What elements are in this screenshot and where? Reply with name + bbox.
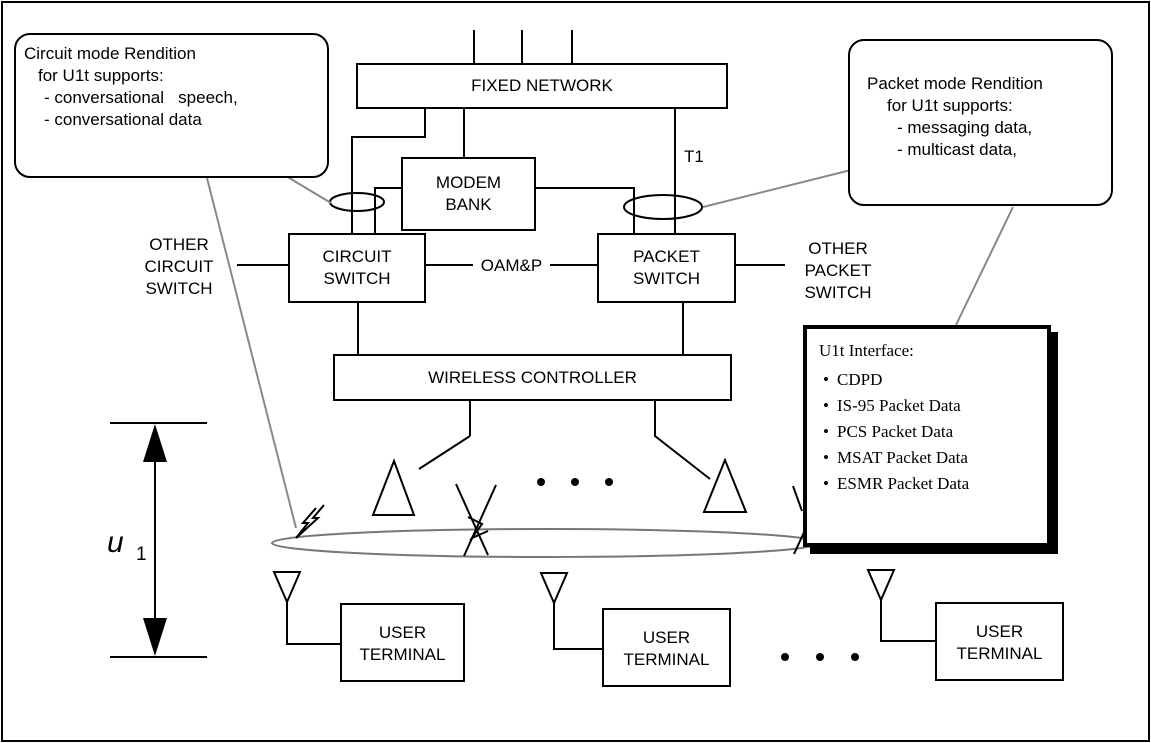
packet-callout-box	[848, 39, 1113, 206]
circuit-callout-text: Circuit mode Rendition for U1t supports:…	[24, 43, 238, 131]
u1t-interface-list: • CDPD • IS-95 Packet Data • PCS Packet Dat…	[823, 367, 969, 497]
u1-dimension	[110, 422, 207, 658]
terminal-antenna-feeds	[286, 600, 936, 650]
terminal-antennas	[272, 569, 896, 606]
wireless-controller-box	[333, 354, 732, 401]
user-terminal-1-line-1: USER	[378, 623, 427, 642]
other-packet-line-2: PACKET	[804, 261, 872, 280]
oamp-label: OAM&P	[480, 256, 543, 275]
circuit-callout-title-2: for U1t supports:	[38, 66, 164, 85]
packet-callout-title-2: for U1t supports:	[887, 96, 1013, 115]
connections	[237, 108, 785, 480]
user-terminal-1-label: USER TERMINAL	[341, 622, 464, 666]
modem-bank-line-2: BANK	[445, 195, 492, 214]
bullet-icon: •	[823, 396, 829, 415]
u1t-item: • PCS Packet Data	[823, 419, 969, 445]
other-circuit-line-1: OTHER	[149, 235, 209, 254]
circuit-switch-line-1: CIRCUIT	[322, 247, 392, 266]
other-circuit-line-2: CIRCUIT	[144, 257, 214, 276]
user-terminal-3-label: USER TERMINAL	[936, 621, 1063, 665]
packet-switch-box	[597, 233, 736, 303]
bullet-icon: •	[823, 448, 829, 467]
u1t-item-text: CDPD	[837, 370, 883, 389]
fixed-network-uplinks	[473, 30, 573, 64]
user-terminal-2-label: USER TERMINAL	[603, 627, 730, 671]
circuit-switch-line-2: SWITCH	[323, 269, 391, 288]
u1t-item: • MSAT Packet Data	[823, 445, 969, 471]
packet-switch-line-2: SWITCH	[632, 269, 701, 288]
modem-bank-line-1: MODEM	[435, 173, 502, 192]
packet-callout-item-2: - multicast data,	[897, 140, 1017, 159]
u1t-item-text: PCS Packet Data	[837, 422, 954, 441]
ellipsis-dots-bottom	[781, 653, 859, 661]
packet-switch-label: PACKET SWITCH	[598, 246, 735, 290]
modem-bank-label: MODEM BANK	[402, 172, 535, 216]
other-packet-line-1: OTHER	[808, 239, 868, 258]
circuit-callout-item-1: - conversational speech,	[44, 88, 238, 107]
circuit-switch-label: CIRCUIT SWITCH	[289, 246, 425, 290]
user-terminal-2-line-2: TERMINAL	[623, 650, 710, 669]
packet-callout-title-1: Packet mode Rendition	[867, 74, 1043, 93]
circuit-switch-box	[288, 233, 426, 303]
packet-callout-text: Packet mode Rendition for U1t supports: …	[867, 73, 1043, 161]
u1-subscript: 1	[136, 544, 147, 565]
other-circuit-line-3: SWITCH	[145, 279, 213, 298]
user-terminal-2-line-1: USER	[642, 628, 691, 647]
fixed-network-box	[356, 63, 728, 109]
user-terminal-3-box	[935, 602, 1064, 681]
callout-pointers	[206, 169, 1014, 529]
u1-letter: u	[107, 526, 124, 559]
modem-bank-box	[401, 157, 536, 231]
packet-link-ellipse	[623, 194, 703, 220]
circuit-callout-title-1: Circuit mode Rendition	[24, 44, 196, 63]
user-terminal-3-line-1: USER	[975, 622, 1024, 641]
u1t-interface-box: U1t Interface: • CDPD • IS-95 Packet Data …	[803, 325, 1051, 547]
u1-arrow-down	[143, 618, 167, 656]
bullet-icon: •	[823, 370, 829, 389]
other-circuit-switch-label: OTHER CIRCUIT SWITCH	[120, 234, 238, 300]
ellipsis-dots-top	[537, 478, 613, 486]
u1t-interface-title: U1t Interface:	[819, 341, 914, 360]
base-antenna-right	[702, 457, 748, 513]
user-terminal-2-box	[602, 608, 731, 687]
u1-label: u 1	[107, 526, 147, 565]
fixed-network-label: FIXED NETWORK	[471, 76, 613, 95]
circuit-callout-item-2: - conversational data	[44, 110, 202, 129]
other-packet-line-3: SWITCH	[804, 283, 872, 302]
circuit-callout-box	[14, 33, 329, 178]
user-terminal-1-box	[340, 603, 465, 682]
packet-switch-line-1: PACKET	[633, 247, 700, 266]
wireless-controller-label: WIRELESS CONTROLLER	[428, 368, 637, 387]
packet-callout-item-1: - messaging data,	[897, 118, 1033, 137]
bullet-icon: •	[823, 474, 829, 493]
user-terminal-3-line-2: TERMINAL	[956, 644, 1043, 663]
user-terminal-1-line-2: TERMINAL	[359, 645, 446, 664]
u1t-item: • ESMR Packet Data	[823, 471, 969, 497]
t1-label: T1	[684, 147, 704, 166]
u1t-item-text: IS-95 Packet Data	[837, 396, 961, 415]
bullet-icon: •	[823, 422, 829, 441]
u1t-item-text: ESMR Packet Data	[837, 474, 970, 493]
u1t-item: • CDPD	[823, 367, 969, 393]
u1-arrow-up	[143, 424, 167, 462]
u1t-item: • IS-95 Packet Data	[823, 393, 969, 419]
base-antenna-left	[371, 458, 416, 516]
air-interface-ellipse	[271, 528, 821, 558]
other-packet-switch-label: OTHER PACKET SWITCH	[783, 238, 893, 304]
u1t-item-text: MSAT Packet Data	[837, 448, 968, 467]
